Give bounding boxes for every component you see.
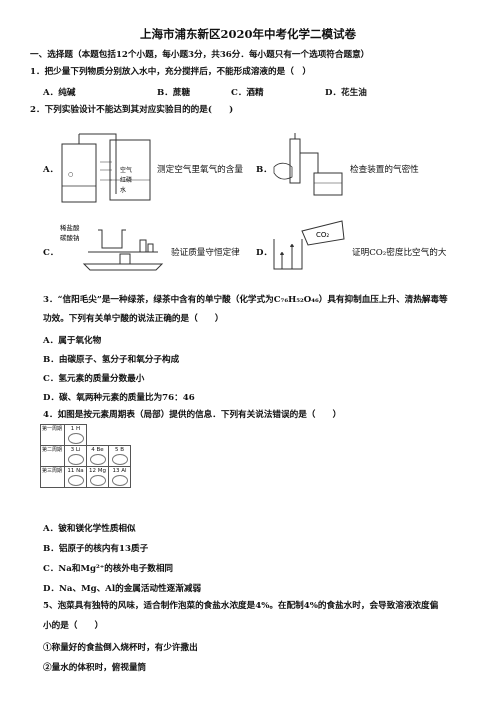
atom-structure-icon [67,475,84,486]
air-oxygen-apparatus-figure: ○ 空气 红磷 水 [61,133,151,203]
atom-structure-icon [89,454,106,465]
element-symbol: B [120,447,125,453]
period-row: 第二周期 3 Li 4 Be 5 B [40,445,131,467]
element-symbol: Li [75,447,81,453]
atomic-number: 13 [112,468,120,474]
q2-option-d-letter: D． [256,248,273,258]
q5-item-1: ①称量好的食盐倒入烧杯时，有少许撒出 [43,643,198,653]
atom-structure-icon [89,475,106,486]
q3-option-b: B．由碳原子、氢分子和氧分子构成 [43,355,180,365]
q5-item-2: ②量水的体积时，俯视量筒 [43,663,147,673]
period-row: 第三周期 11 Na 12 Mg 13 Al [40,466,131,488]
element-cell: 5 B [108,445,131,467]
q4-option-d: D．Na、Mg、Al的金属活动性逐渐减弱 [43,584,202,594]
q2-option-c-text: 验证质量守恒定律 [171,248,240,258]
question-3-stem-line1: 3．“信阳毛尖”是一种绿茶，绿茶中含有的单宁酸（化学式为C₇₆H₅₂O₄₆）具有… [43,295,448,305]
element-symbol: Al [121,468,127,474]
q1-option-d: D．花生油 [325,88,367,98]
atomic-number: 3 [70,447,75,453]
air-label: 空气 [120,166,132,174]
element-cell: 11 Na [64,466,87,488]
element-cell: 12 Mg [86,466,109,488]
sodium-carbonate-label: 碳酸钠 [60,233,80,242]
q4-option-a: A．铍和镁化学性质相似 [43,524,136,534]
air-tightness-figure [273,133,343,196]
question-3-stem-line2: 功效。下列有关单宁酸的说法正确的是（ ） [43,314,224,324]
hydrochloric-acid-label: 稀盐酸 [60,223,80,232]
element-cell: 3 Li [64,445,87,467]
atom-structure-icon [111,475,128,486]
q2-option-b-text: 检查装置的气密性 [350,165,419,175]
q3-option-d: D．碳、氧两种元素的质量比为76：46 [43,393,195,403]
atomic-number: 12 [89,468,96,474]
co2-density-figure: CO₂ [273,220,345,270]
atom-structure-icon [67,454,84,465]
water-label: 水 [120,186,126,194]
question-5-stem-line1: 5、泡菜具有独特的风味，适合制作泡菜的食盐水浓度是4%。在配制4%的食盐水时，会… [43,601,439,611]
atomic-number: 5 [114,447,119,453]
element-symbol: Na [76,468,84,474]
atomic-number: 11 [67,468,75,474]
q2-option-a-letter: A． [43,165,59,175]
atom-structure-icon [111,454,128,465]
mass-conservation-balance-figure: 稀盐酸 碳酸钠 [60,223,164,271]
period-label: 第一周期 [40,424,65,446]
q1-option-c: C．酒精 [231,88,264,98]
atomic-number: 1 [70,426,75,432]
atom-structure-icon [67,433,84,444]
q2-option-a-text: 测定空气里氧气的含量 [157,165,243,175]
element-symbol: Be [96,447,104,453]
period-row: 第一周期 1 H [40,424,131,446]
q2-option-c-letter: C． [43,248,59,258]
question-4-stem: 4．如图是按元素周期表（局部）提供的信息．下列有关说法错误的是（ ） [43,410,342,420]
co2-label: CO₂ [316,231,329,239]
q4-option-c: C．Na和Mg²⁺的核外电子数相同 [43,564,174,574]
q4-option-b: B．铝原子的核内有13质子 [43,544,149,554]
periodic-table-excerpt: 第一周期 1 H 第二周期 3 Li 4 Be 5 B 第三 [40,424,131,488]
element-cell: 13 Al [108,466,131,488]
q3-option-c: C．氢元素的质量分数最小 [43,374,145,384]
period-label: 第二周期 [40,445,65,467]
phosphorus-label: 红磷 [120,176,132,184]
question-1-stem: 1．把少量下列物质分别放入水中，充分搅拌后，不能形成溶液的是（ ） [30,67,311,77]
q3-option-a: A．属于氧化物 [43,336,102,346]
q1-option-b: B．蔗糖 [157,88,191,98]
q1-option-a: A．纯碱 [43,88,76,98]
element-symbol: Mg [97,468,106,474]
flask-contents-mark: ○ [68,171,73,178]
element-cell: 1 H [64,424,87,446]
question-5-stem-line2: 小的是（ ） [43,621,104,631]
q2-option-b-letter: B． [256,165,272,175]
section-heading: 一、选择题（本题包括12个小题，每小题3分，共36分．每小题只有一个选项符合题意… [30,50,370,60]
atomic-number: 4 [91,447,95,453]
element-cell: 4 Be [86,445,109,467]
q2-option-d-text: 证明CO₂密度比空气的大 [352,248,447,258]
page-title: 上海市浦东新区2020年中考化学二模试卷 [139,27,356,41]
period-label: 第三周期 [40,466,65,488]
question-2-stem: 2．下列实验设计不能达到其对应实验目的的是( ) [30,105,234,115]
element-symbol: H [76,426,81,432]
